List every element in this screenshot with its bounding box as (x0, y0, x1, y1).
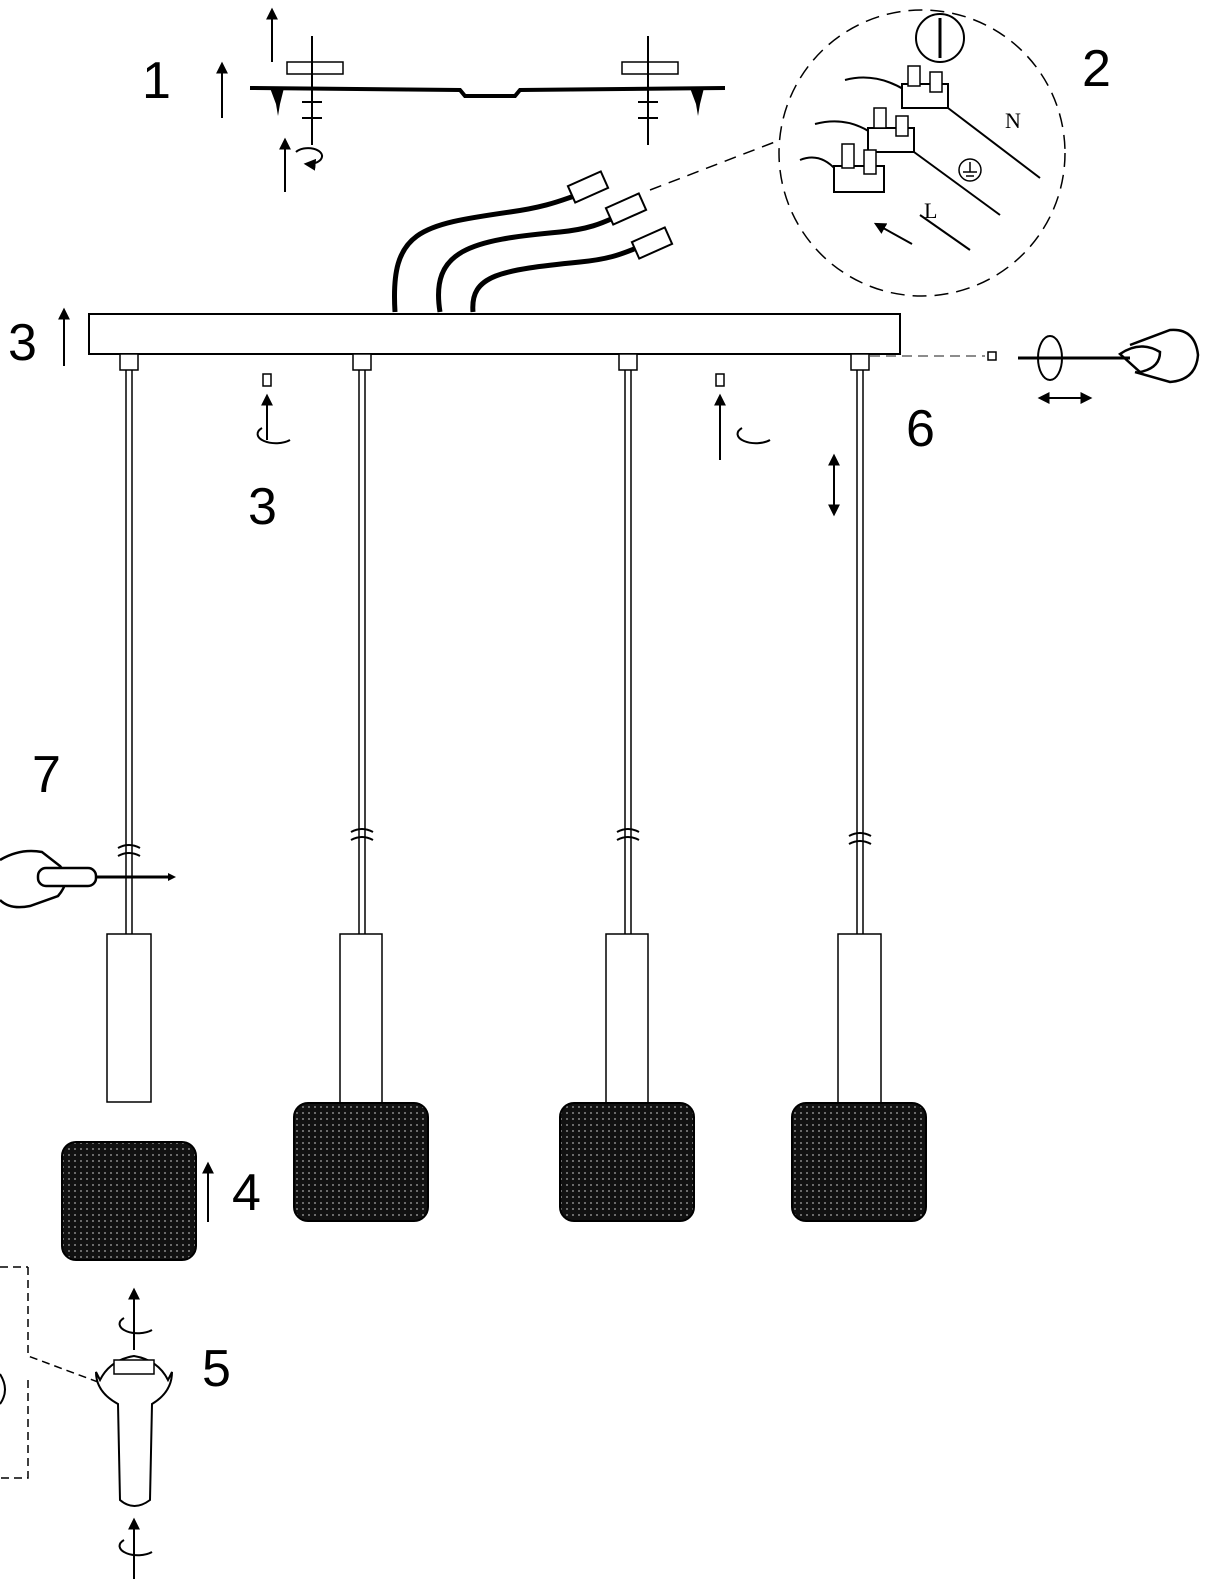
step-7-screwdriver: 7 (0, 746, 176, 909)
step-6-label: 6 (906, 400, 935, 458)
screw-icon (715, 373, 725, 387)
mesh-shade (559, 1102, 695, 1222)
step-7-label: 7 (32, 746, 61, 804)
rotate-icon (295, 147, 324, 171)
hand-pliers-icon (1018, 328, 1200, 384)
wiring-detail: 2 N (649, 9, 1111, 297)
canopy-bar: 3 (8, 307, 901, 372)
step-1-label: 1 (142, 52, 171, 110)
step-4-label: 4 (232, 1164, 261, 1222)
rotate-icon (736, 427, 771, 445)
pendant-1 (106, 353, 152, 1103)
rotate-icon (118, 1317, 153, 1335)
live-label: L (924, 198, 937, 223)
hand-screwdriver-icon (0, 849, 176, 909)
pendant-2 (293, 353, 429, 1222)
height-adjust: 6 (828, 328, 1200, 517)
lamp-holder-tube (106, 933, 152, 1103)
step-2-label: 2 (1082, 40, 1111, 98)
supply-cables (391, 170, 674, 313)
pendant-3 (559, 353, 695, 1222)
neutral-label: N (1005, 108, 1021, 133)
screw-icon (262, 373, 272, 387)
mesh-shade (791, 1102, 927, 1222)
terminal-block-earth (814, 107, 1001, 216)
step-5-retainer: 5 (0, 1266, 231, 1579)
step-3-canopy-label: 3 (8, 314, 37, 372)
mesh-shade (61, 1141, 197, 1261)
step-3-screw-label: 3 (248, 478, 277, 536)
rotate-icon (256, 427, 291, 445)
zoom-circle (778, 9, 1066, 297)
mounting-bracket: 1 (142, 7, 726, 192)
ceiling-anchor-right (621, 61, 679, 75)
step-5-label: 5 (202, 1340, 231, 1398)
ceiling-anchor-left (286, 61, 344, 75)
screw-icon (690, 88, 704, 116)
insert-arrow-icon (873, 222, 913, 245)
terminal-block-live: L (799, 143, 971, 251)
ground-icon (958, 158, 982, 182)
retaining-ring (95, 1354, 173, 1507)
screwdriver-icon (915, 13, 965, 63)
rotate-icon (118, 1539, 153, 1557)
pendant-4 (791, 353, 927, 1222)
canopy-screws: 3 (248, 373, 771, 536)
connector-icon (566, 170, 610, 204)
bracket-plate (249, 86, 726, 98)
step-4-shade: 4 (61, 1141, 261, 1261)
screw-icon (270, 88, 284, 116)
connector-icon (604, 192, 648, 226)
canopy-rail (88, 313, 901, 355)
mesh-shade (293, 1102, 429, 1222)
connector-icon (630, 226, 674, 260)
terminal-block-neutral: N (844, 65, 1041, 179)
